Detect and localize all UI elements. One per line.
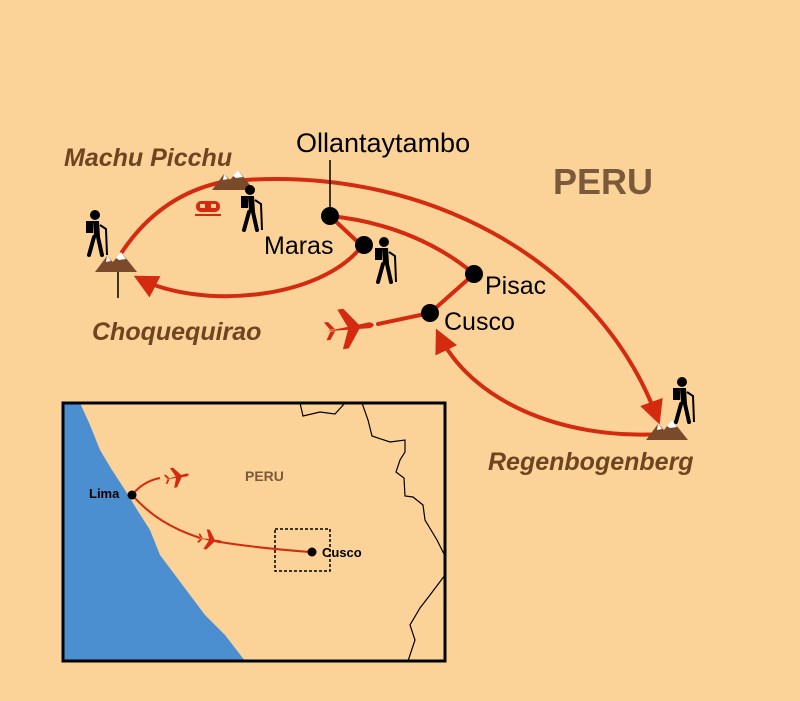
trek-label-machu-picchu: Machu Picchu: [64, 144, 232, 172]
town-dot-icon: [127, 490, 137, 500]
inset-map: PERU Lima Cusco: [61, 401, 447, 663]
place-label-pisac: Pisac: [485, 272, 546, 300]
inset-zoom-box: [274, 528, 331, 572]
inset-borders: [299, 403, 445, 661]
inset-country-label: PERU: [245, 468, 284, 484]
town-dot-icon: [307, 547, 317, 557]
place-label-maras: Maras: [264, 232, 333, 260]
inset-frame: [61, 401, 447, 663]
inset-ocean: [63, 403, 245, 661]
route-regenbogenberg-to-cusco: [435, 328, 664, 437]
route-machu-picchu-to-regenbogenberg: [220, 177, 663, 425]
town-dot-icon: [421, 304, 439, 322]
route-choquequirao-to-machu-picchu: [120, 180, 224, 254]
trek-label-choquequirao: Choquequirao: [92, 318, 261, 346]
town-dot-icon: [321, 207, 339, 225]
place-label-ollantaytambo: Ollantaytambo: [296, 128, 470, 158]
route-pisac-to-cusco: [428, 272, 476, 315]
train-icon: [195, 201, 221, 216]
inset-label-cusco: Cusco: [322, 545, 362, 560]
route-maras-to-choquequirao: [133, 244, 364, 299]
route-lines: [120, 177, 664, 437]
inset-label-lima: Lima: [89, 486, 120, 501]
place-label-cusco: Cusco: [444, 308, 515, 336]
town-dot-icon: [355, 236, 373, 254]
route-ollantaytambo-to-pisac: [328, 214, 476, 276]
trek-label-regenbogenberg: Regenbogenberg: [488, 448, 694, 476]
country-label: PERU: [553, 161, 653, 202]
town-dot-icon: [465, 265, 483, 283]
